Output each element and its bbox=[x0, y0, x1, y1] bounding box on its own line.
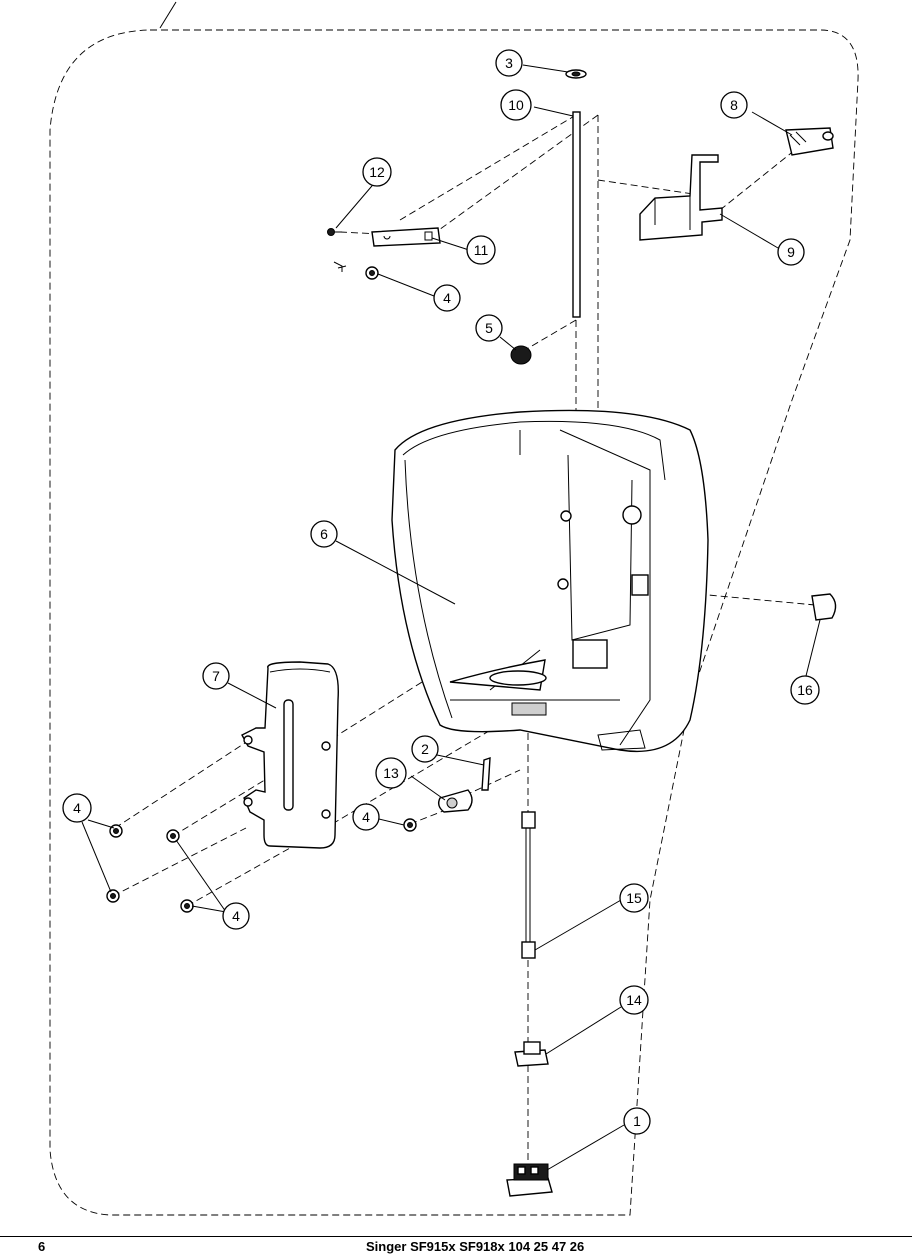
callout-11: 11 bbox=[466, 235, 496, 265]
svg-text:6: 6 bbox=[320, 526, 328, 542]
callout-12: 12 bbox=[362, 157, 392, 187]
svg-text:11: 11 bbox=[474, 242, 489, 258]
part-12-clip bbox=[333, 261, 347, 272]
svg-text:7: 7 bbox=[212, 668, 220, 684]
part-2-pin bbox=[481, 757, 491, 791]
callout-4-upper: 4 bbox=[433, 284, 461, 312]
part-4-nuts-lower bbox=[106, 818, 417, 913]
boundary-leader bbox=[159, 1, 177, 29]
svg-text:9: 9 bbox=[787, 244, 795, 260]
callout-9: 9 bbox=[777, 238, 805, 266]
part-16-endcap bbox=[811, 593, 837, 621]
svg-text:16: 16 bbox=[797, 682, 813, 698]
part-6-housing bbox=[391, 409, 709, 753]
callout-4-bottom: 4 bbox=[222, 902, 250, 930]
part-7-cover bbox=[241, 661, 339, 849]
callout-8: 8 bbox=[720, 91, 748, 119]
svg-text:13: 13 bbox=[383, 765, 399, 781]
callout-2: 2 bbox=[411, 735, 439, 763]
part-11-bracket bbox=[371, 227, 441, 247]
model-reference: Singer SF915x SF918x 104 25 47 26 bbox=[366, 1239, 585, 1254]
svg-text:4: 4 bbox=[443, 290, 451, 306]
part-15-cable bbox=[521, 811, 536, 959]
callout-3: 3 bbox=[495, 49, 523, 77]
part-5-nut bbox=[510, 345, 532, 365]
part-1-socket bbox=[506, 1163, 553, 1197]
callout-5: 5 bbox=[475, 314, 503, 342]
page-footer: 6 Singer SF915x SF918x 104 25 47 26 bbox=[0, 1236, 912, 1255]
callout-13: 13 bbox=[375, 757, 407, 789]
callout-7: 7 bbox=[202, 662, 230, 690]
callout-1: 1 bbox=[623, 1107, 651, 1135]
svg-text:12: 12 bbox=[369, 164, 385, 180]
assembly-lines bbox=[112, 114, 816, 1165]
callout-leaders bbox=[81, 64, 821, 1171]
svg-text:4: 4 bbox=[362, 809, 370, 825]
svg-text:4: 4 bbox=[73, 800, 81, 816]
page-number: 6 bbox=[38, 1239, 46, 1254]
svg-text:10: 10 bbox=[508, 97, 524, 113]
callout-10: 10 bbox=[500, 89, 532, 121]
svg-text:4: 4 bbox=[232, 908, 240, 924]
callout-6: 6 bbox=[310, 520, 338, 548]
part-10-rod bbox=[572, 111, 581, 318]
svg-text:5: 5 bbox=[485, 320, 493, 336]
part-13-lever bbox=[437, 789, 473, 813]
svg-text:15: 15 bbox=[626, 890, 642, 906]
svg-text:3: 3 bbox=[505, 55, 513, 71]
svg-text:1: 1 bbox=[633, 1113, 641, 1129]
callout-4-left: 4 bbox=[62, 793, 92, 823]
svg-text:2: 2 bbox=[421, 741, 429, 757]
part-4-nut-upper bbox=[365, 266, 379, 280]
svg-text:14: 14 bbox=[626, 992, 642, 1008]
part-8-cap bbox=[785, 127, 834, 156]
callout-4-middle: 4 bbox=[352, 803, 380, 831]
callout-15: 15 bbox=[619, 883, 649, 913]
svg-text:8: 8 bbox=[730, 97, 738, 113]
callout-14: 14 bbox=[619, 985, 649, 1015]
part-3-washer bbox=[565, 69, 587, 79]
part-14-connector bbox=[514, 1041, 549, 1067]
callout-16: 16 bbox=[790, 675, 820, 705]
part-9-holder bbox=[639, 154, 723, 241]
part-12-screw bbox=[327, 228, 342, 236]
